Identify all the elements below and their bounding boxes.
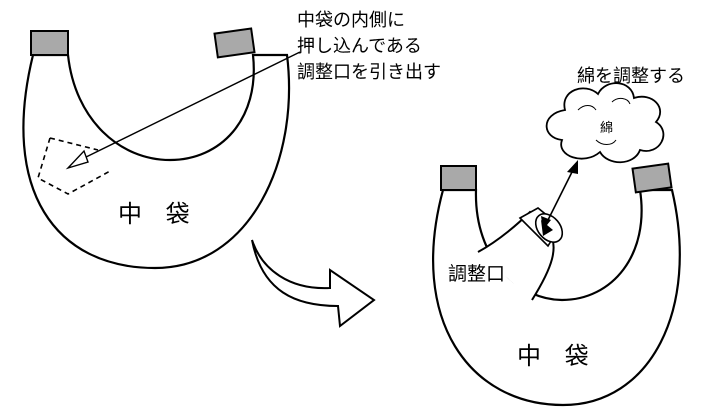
left-bag-label: 中 袋 (118, 200, 198, 228)
right-title: 綿を調整する (577, 66, 685, 87)
cotton-label: 綿 (600, 121, 613, 136)
callout-line-2: 押し込んである (297, 36, 422, 57)
double-arrow (541, 160, 578, 230)
left-bag-outline (22, 53, 291, 270)
left-bag-tab-right (213, 27, 256, 59)
cotton-cloud: 綿 (545, 82, 665, 164)
right-bag-tab-left (440, 165, 477, 191)
hidden-adjustment-port (37, 137, 113, 195)
right-bag-tab-right (631, 162, 673, 194)
right-inner-bag: 調整口 中 袋 (432, 162, 681, 407)
callout-line-1: 中袋の内側に (297, 10, 405, 31)
callout-arrow (65, 51, 301, 170)
port-label: 調整口 (448, 263, 505, 285)
left-inner-bag: 中 袋 (22, 27, 291, 270)
transition-arrow (251, 239, 376, 328)
left-bag-tab-left (30, 30, 69, 56)
callout-line-3: 調整口を引き出す (297, 62, 441, 83)
right-bag-label: 中 袋 (517, 342, 597, 370)
